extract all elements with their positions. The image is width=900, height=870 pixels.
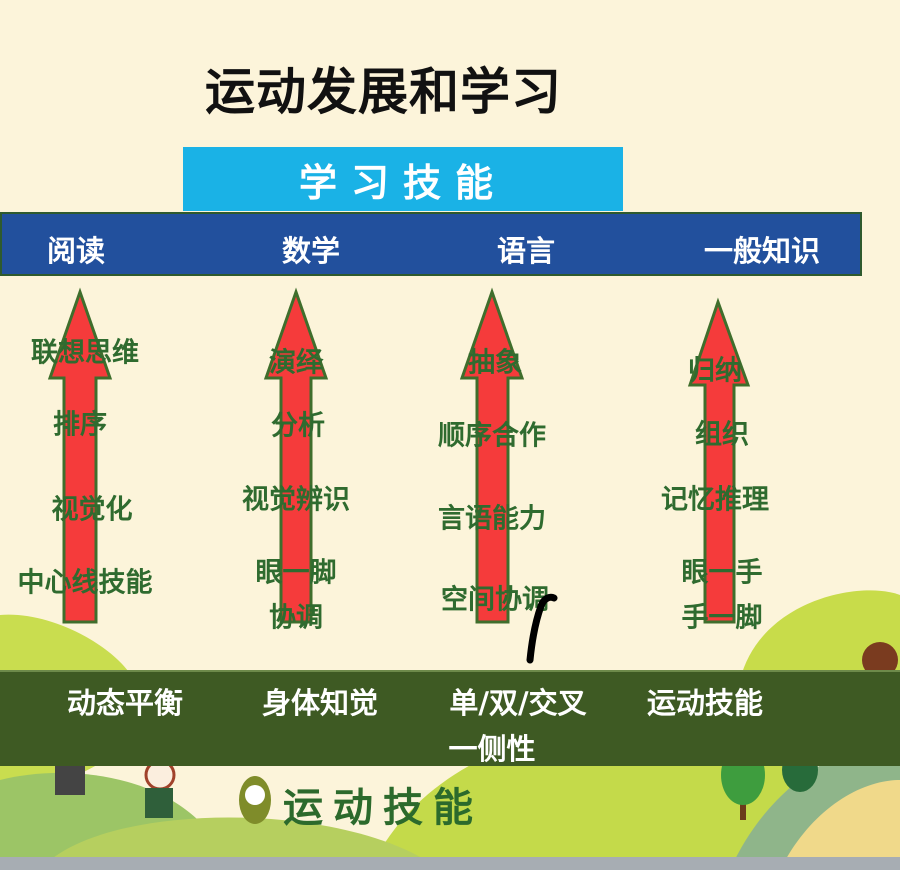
- skill-item: 抽象: [468, 347, 522, 379]
- subjects-bar: [0, 212, 862, 276]
- skill-item: 记忆推理: [661, 484, 769, 516]
- skill-item: 分析: [271, 410, 325, 442]
- skill-item: 中心线技能: [17, 567, 153, 599]
- motor-item: 运动技能: [646, 686, 764, 720]
- children-illustration: [55, 759, 271, 824]
- skill-item: 手一脚: [681, 602, 763, 634]
- skill-item: 演绎: [269, 347, 323, 379]
- up-arrow-icon: [687, 297, 751, 624]
- subject-reading: 阅读: [46, 234, 106, 268]
- skill-item: 归纳: [688, 355, 742, 387]
- skill-item: 顺序合作: [438, 420, 546, 452]
- up-arrow-icon: [263, 287, 329, 624]
- skill-item: 视觉辨识: [242, 484, 350, 516]
- motor-item: 身体知觉: [261, 686, 379, 720]
- subject-general-knowledge: 一般知识: [703, 234, 821, 268]
- skill-item: 协调: [269, 602, 323, 634]
- skill-item: 空间协调: [441, 584, 549, 616]
- bottom-strip: [0, 857, 900, 870]
- up-arrow-icon: [47, 287, 113, 624]
- learning-skills-header: 学习技能: [183, 147, 623, 211]
- motor-skills-label: 运动技能: [283, 785, 483, 831]
- skill-item: 言语能力: [438, 503, 546, 535]
- up-arrow-icon: [459, 287, 525, 624]
- subject-math: 数学: [281, 234, 341, 268]
- skill-item: 视觉化: [51, 494, 133, 526]
- subject-language: 语言: [496, 234, 556, 268]
- motor-item: 单/双/交叉: [449, 686, 587, 720]
- skill-item: 排序: [53, 409, 107, 441]
- skill-item: 眼一脚: [255, 557, 337, 589]
- skill-item: 联想思维: [31, 337, 139, 369]
- skill-item: 组织: [695, 419, 749, 451]
- skill-item: 眼一手: [681, 557, 763, 589]
- page-title: 运动发展和学习: [205, 63, 562, 121]
- motor-item: 动态平衡: [66, 686, 184, 720]
- motor-skills-bar: [0, 670, 900, 766]
- motor-item: 一侧性: [448, 732, 536, 766]
